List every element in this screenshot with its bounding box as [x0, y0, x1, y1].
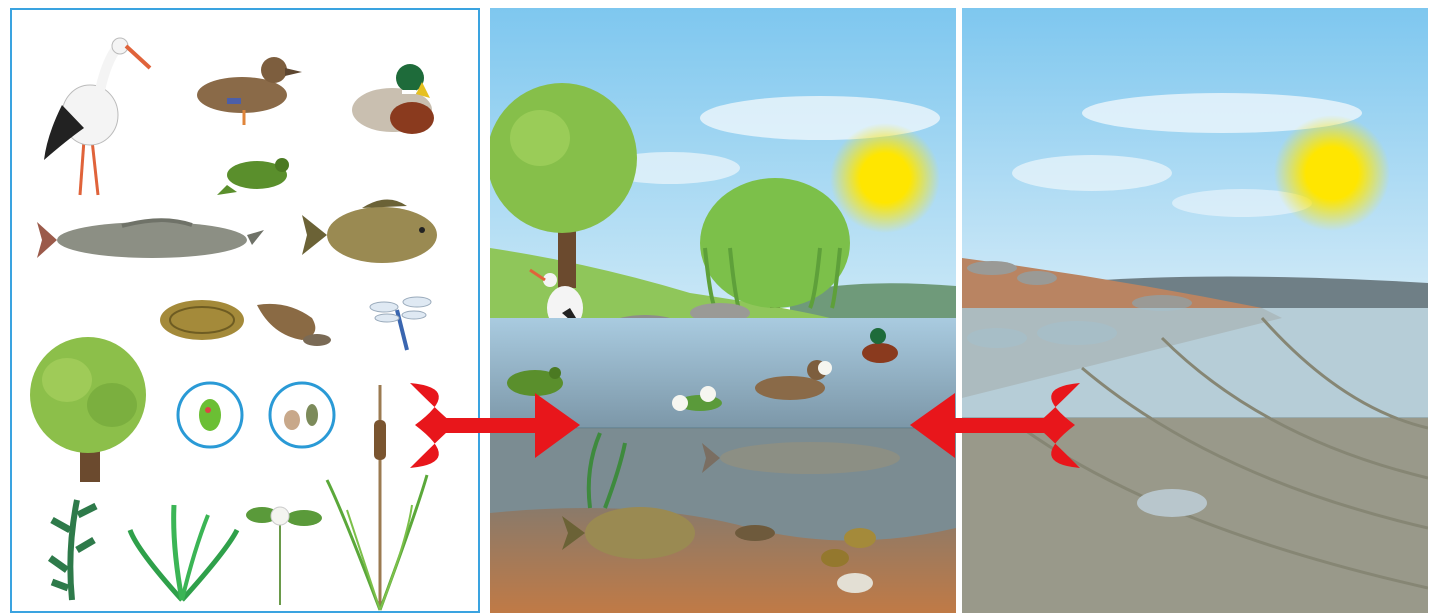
carp-icon — [302, 199, 437, 263]
sun-icon — [830, 123, 940, 233]
willow-tree-icon — [30, 337, 146, 482]
pond-snail-icon — [735, 525, 775, 541]
pike-icon — [37, 220, 264, 258]
dragonfly-icon — [370, 297, 431, 350]
frog-icon — [217, 158, 289, 195]
stork-icon — [44, 38, 150, 195]
duck-male-icon — [352, 64, 434, 134]
arrow-right-to-middle-icon — [905, 378, 1085, 473]
sedge-icon — [130, 505, 237, 600]
pond-ecosystem-panel — [490, 8, 956, 613]
water-lily-icon — [246, 507, 322, 605]
organism-catalogue-panel — [10, 8, 480, 613]
algae-cell-icon — [178, 383, 242, 447]
sun-icon — [1274, 115, 1390, 231]
waterweed-icon — [50, 500, 96, 600]
lakebed-stones — [1137, 489, 1207, 517]
plankton-icon — [270, 383, 334, 447]
empty-habitat-panel — [962, 8, 1428, 613]
mussel-icon — [160, 300, 244, 340]
pond-snail-icon — [257, 304, 331, 346]
arrow-left-to-middle-icon — [405, 378, 585, 473]
duck-female-icon — [197, 57, 302, 125]
